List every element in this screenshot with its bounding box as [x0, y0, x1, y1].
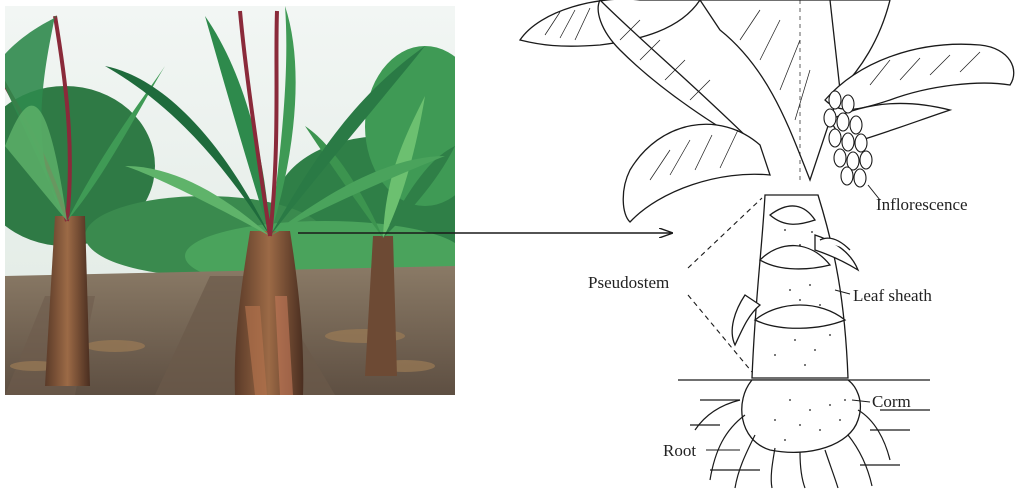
pseudostem-drawing [732, 195, 858, 378]
pseudostem-leader-lines [688, 198, 762, 372]
corm-drawing [742, 380, 861, 452]
drawing-leaves [520, 0, 1014, 222]
label-pseudostem: Pseudostem [588, 273, 669, 292]
label-corm: Corm [872, 392, 911, 411]
label-root: Root [663, 441, 696, 460]
label-inflorescence: Inflorescence [876, 195, 968, 214]
label-leaf-sheath: Leaf sheath [853, 286, 932, 305]
